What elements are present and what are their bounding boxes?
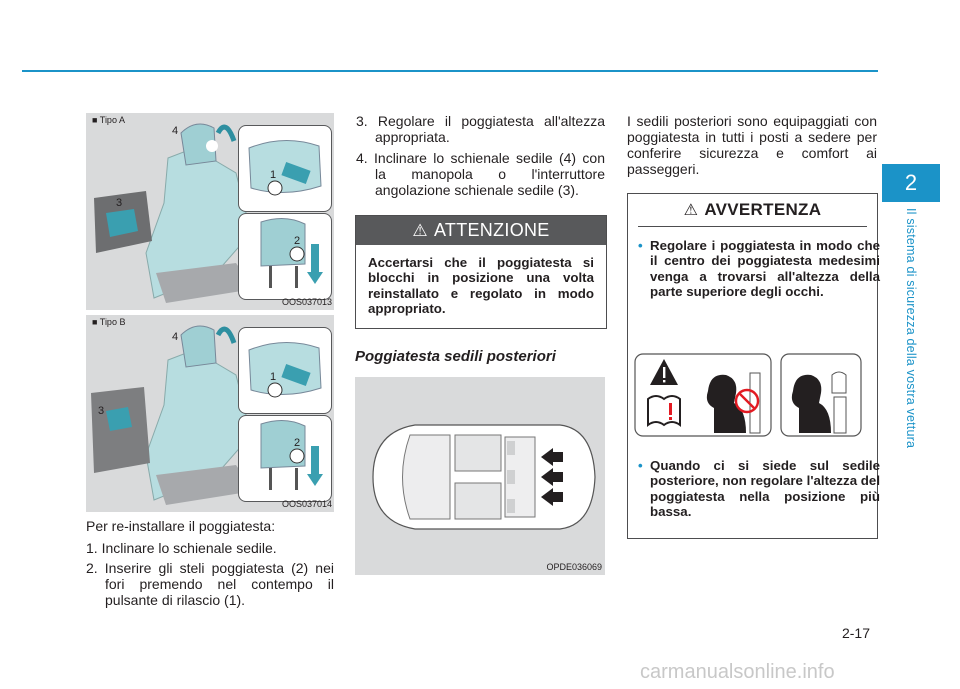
figure-label-type-b: ■ Tipo B xyxy=(92,317,126,327)
callout-3-a: 3 xyxy=(116,197,123,209)
callout-4-b: 4 xyxy=(172,331,179,343)
chapter-number: 2 xyxy=(904,170,918,195)
inset-release-button xyxy=(238,125,332,212)
page-number: 2-17 xyxy=(841,625,870,641)
warning-box: ⚠ AVVERTENZA • Regolare i poggiatesta in… xyxy=(627,193,880,539)
caution-box: ⚠ ATTENZIONE Accertarsi che il poggiates… xyxy=(355,215,607,329)
caution-header: ⚠ ATTENZIONE xyxy=(356,216,606,245)
header-rule xyxy=(22,70,878,72)
reinstall-step-1: 1. Inclinare lo schienale sedile. xyxy=(86,540,277,556)
caution-title: ATTENZIONE xyxy=(433,220,550,240)
seat-illustration-type-a xyxy=(94,123,254,303)
warning-header: ⚠ AVVERTENZA xyxy=(638,194,867,227)
chapter-number-tab[interactable]: 2 xyxy=(882,164,940,202)
chapter-title: Il sistema di sicurezza della vostra vet… xyxy=(904,208,918,449)
car-top-view-illustration xyxy=(372,424,596,530)
caution-text: Accertarsi che il poggiatesta si blocchi… xyxy=(368,255,594,317)
figure-code-rear: OPDE036069 xyxy=(546,562,602,572)
inset-headrest-stems xyxy=(238,213,332,300)
figure-type-a: ■ Tipo A OOS037013 4 1 3 2 xyxy=(86,113,334,310)
callout-3-b: 3 xyxy=(98,405,105,417)
warning-pictogram xyxy=(634,353,862,437)
bullet-icon: • xyxy=(638,238,643,253)
callout-2-a: 2 xyxy=(294,235,301,247)
figure-rear-seats: OPDE036069 xyxy=(355,377,605,575)
callout-2-b: 2 xyxy=(294,437,301,449)
warning-item-1-text: Regolare i poggiatesta in modo che il ce… xyxy=(650,238,880,300)
callout-1-a: 1 xyxy=(270,169,277,181)
callout-4-a: 4 xyxy=(172,125,179,137)
reinstall-step-2: 2. Inserire gli steli poggiatesta (2) ne… xyxy=(86,560,334,608)
inset-release-button-b xyxy=(238,327,332,414)
warning-title: AVVERTENZA xyxy=(704,200,822,219)
inset-headrest-stems-b xyxy=(238,415,332,502)
bullet-icon-2: • xyxy=(638,458,643,473)
figure-code-type-b: OOS037014 xyxy=(281,499,332,509)
reinstall-intro: Per re-installare il poggiatesta: xyxy=(86,518,276,534)
figure-code-type-a: OOS037013 xyxy=(281,297,332,307)
chapter-side-title: Il sistema di sicurezza della vostra vet… xyxy=(900,208,922,478)
warning-triangle-icon: ⚠ xyxy=(412,220,428,240)
watermark: carmanualsonline.info xyxy=(640,661,835,683)
figure-label-type-a: ■ Tipo A xyxy=(92,115,125,125)
seat-illustration-type-b xyxy=(91,325,254,505)
warning-item-2: • Quando ci si siede sul sedile posterio… xyxy=(638,458,880,520)
reinstall-step-4: 4. Inclinare lo schienale sedile (4) con… xyxy=(356,150,605,198)
callout-1-b: 1 xyxy=(270,371,277,383)
warning-outline-triangle-icon: ⚠ xyxy=(683,202,699,219)
warning-item-1: • Regolare i poggiatesta in modo che il … xyxy=(638,238,880,300)
warning-item-2-text: Quando ci si siede sul sedile posteriore… xyxy=(650,458,881,520)
rear-headrest-intro: I sedili posteriori sono equipaggiati co… xyxy=(627,113,877,177)
figure-type-b: ■ Tipo B OOS037014 4 1 3 2 xyxy=(86,315,334,512)
section-title-rear-headrests: Poggiatesta sedili posteriori xyxy=(355,348,556,365)
reinstall-step-3: 3. Regolare il poggiatesta all'altezza a… xyxy=(356,113,605,145)
